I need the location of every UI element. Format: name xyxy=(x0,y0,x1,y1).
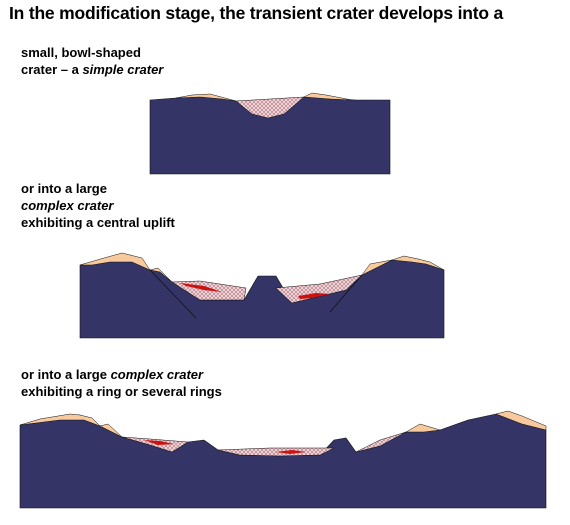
ring-crater-ejecta-right-inner xyxy=(405,423,441,433)
simple-crater-term: simple crater xyxy=(82,62,164,77)
complex-crater-ejecta-left xyxy=(79,252,151,271)
ring-caption-line1: or into a large complex crater xyxy=(21,366,222,383)
slide-title: In the modification stage, the transient… xyxy=(9,3,504,23)
simple-crater-caption: small, bowl-shaped crater – a simple cra… xyxy=(21,44,163,78)
simple-caption-line2: crater – a simple crater xyxy=(21,61,163,78)
ring-crater-caption: or into a large complex crater exhibitin… xyxy=(21,366,222,400)
complex-crater-diagram xyxy=(79,252,445,339)
ring-caption-prefix: or into a large xyxy=(21,367,111,382)
ring-crater-bedrock xyxy=(19,413,547,509)
simple-caption-prefix: crater – a xyxy=(21,62,83,77)
complex-crater-melt-left xyxy=(180,283,222,292)
complex-caption-line2: complex crater xyxy=(21,197,175,214)
complex-crater-ejecta-rim-right xyxy=(391,255,445,271)
simple-crater-diagram xyxy=(149,92,391,175)
complex-crater-fault-left xyxy=(149,269,197,319)
complex-crater-breccia-right xyxy=(275,274,363,304)
ring-crater-diagram xyxy=(19,410,547,509)
ring-crater-breccia-outer-left xyxy=(121,436,189,453)
ring-crater-melt-center xyxy=(276,450,306,454)
ring-crater-ejecta-left xyxy=(19,413,101,427)
simple-crater-ejecta-right xyxy=(303,92,353,101)
ring-crater-melt-left xyxy=(144,440,174,445)
ring-crater-breccia-outer-right xyxy=(355,431,407,453)
complex-crater-melt-right xyxy=(298,293,330,299)
complex-crater-fault-right xyxy=(329,274,363,313)
complex-crater-bedrock xyxy=(79,254,445,339)
complex-crater-term: complex crater xyxy=(21,198,114,213)
ring-caption-line2: exhibiting a ring or several rings xyxy=(21,384,222,399)
simple-crater-breccia-lens xyxy=(235,96,305,119)
ring-complex-crater-term: complex crater xyxy=(110,367,204,382)
ring-crater-ejecta-right xyxy=(495,410,547,431)
complex-crater-caption: or into a large complex crater exhibitin… xyxy=(21,180,175,231)
simple-caption-line1: small, bowl-shaped xyxy=(21,45,141,60)
complex-caption-line3: exhibiting a central uplift xyxy=(21,215,175,230)
complex-caption-line1: or into a large xyxy=(21,181,107,196)
